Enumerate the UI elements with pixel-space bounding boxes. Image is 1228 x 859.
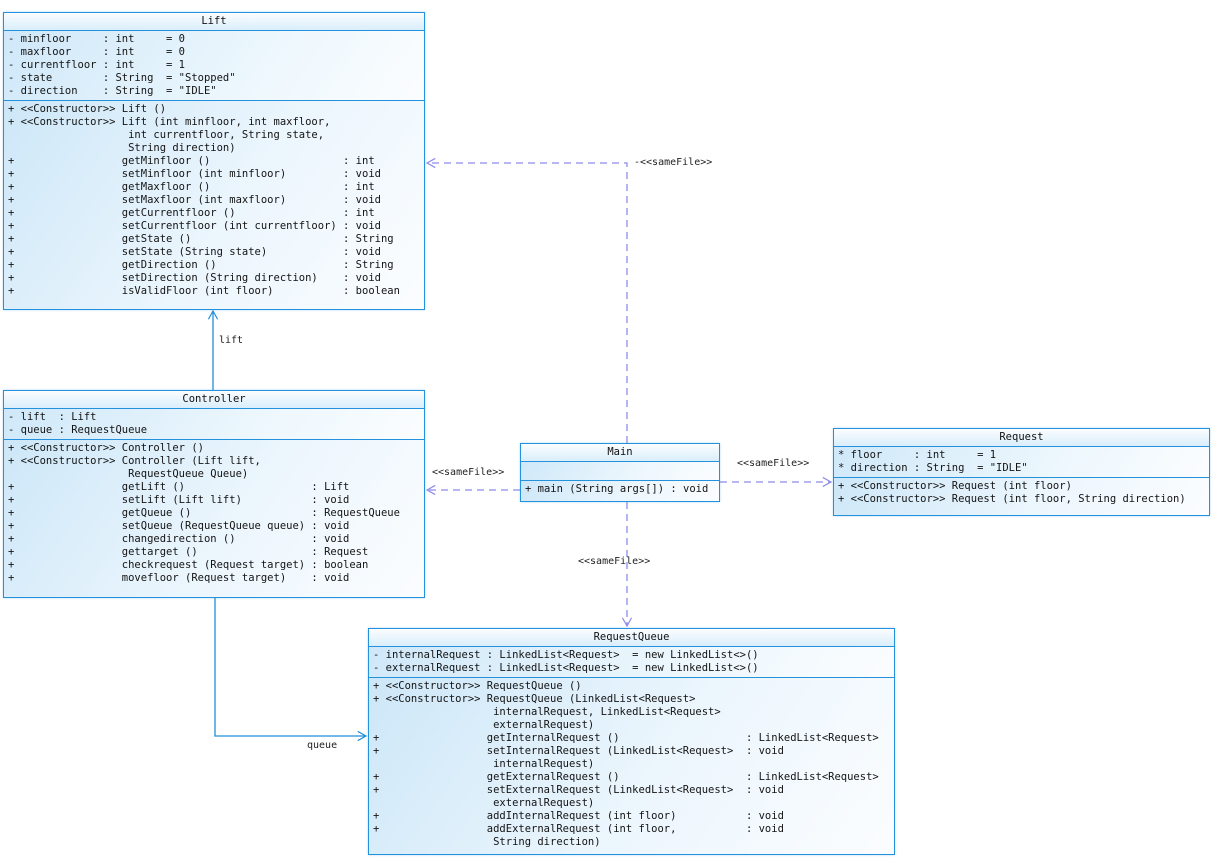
controller-requestqueue-association-label: queue [307, 740, 338, 751]
code-line: + <<Constructor>> RequestQueue (LinkedLi… [373, 693, 696, 705]
code-line: int currentfloor, String state, [8, 129, 325, 141]
methods-request: + <<Constructor>> Request (int floor)+ <… [834, 478, 1209, 515]
code-line: externalRequest) [373, 797, 595, 809]
class-title-requestqueue: RequestQueue [369, 629, 894, 647]
main-requestqueue-dependency-label: <<sameFile>> [578, 556, 651, 567]
code-line: + getCurrentfloor () : int [8, 207, 375, 219]
class-title-main: Main [521, 444, 719, 462]
class-box-request[interactable]: Request* floor : int = 1* direction : St… [833, 428, 1210, 516]
code-line: + getInternalRequest () : LinkedList<Req… [373, 732, 879, 744]
code-line: - externalRequest : LinkedList<Request> … [373, 662, 759, 674]
code-line: externalRequest) [373, 719, 595, 731]
code-line: - queue : RequestQueue [8, 424, 148, 436]
code-line: + setMinfloor (int minfloor) : void [8, 168, 381, 180]
code-line: + <<Constructor>> Request (int floor, St… [838, 493, 1186, 505]
code-line: - currentfloor : int = 1 [8, 59, 186, 71]
attributes-lift: - minfloor : int = 0- maxfloor : int = 0… [4, 31, 424, 101]
code-line: + movefloor (Request target) : void [8, 572, 350, 584]
code-line: + <<Constructor>> Lift () [8, 103, 167, 115]
class-box-main[interactable]: Main + main (String args[]) : void [520, 443, 720, 502]
code-line: + main (String args[]) : void [525, 483, 709, 495]
code-line: internalRequest) [373, 758, 595, 770]
code-line: + setInternalRequest (LinkedList<Request… [373, 745, 784, 757]
main-controller-dependency-label: <<sameFile>> [432, 467, 505, 478]
code-line: - direction : String = "IDLE" [8, 85, 217, 97]
code-line: + setMaxfloor (int maxfloor) : void [8, 194, 381, 206]
code-line: + getMaxfloor () : int [8, 181, 375, 193]
code-line: + setDirection (String direction) : void [8, 272, 381, 284]
code-line: + setExternalRequest (LinkedList<Request… [373, 784, 784, 796]
code-line: RequestQueue Queue) [8, 468, 249, 480]
code-line: + addInternalRequest (int floor) : void [373, 810, 784, 822]
code-line: + <<Constructor>> RequestQueue () [373, 680, 582, 692]
attributes-controller: - lift : Lift- queue : RequestQueue [4, 409, 424, 440]
main-request-dependency-label: <<sameFile>> [737, 458, 810, 469]
code-line: - internalRequest : LinkedList<Request> … [373, 649, 759, 661]
code-line: + <<Constructor>> Controller (Lift lift, [8, 455, 261, 467]
attributes-request: * floor : int = 1* direction : String = … [834, 447, 1209, 478]
code-line: * floor : int = 1 [838, 449, 997, 461]
code-line: * direction : String = "IDLE" [838, 462, 1028, 474]
code-line: + <<Constructor>> Controller () [8, 442, 204, 454]
class-box-controller[interactable]: Controller- lift : Lift- queue : Request… [3, 390, 425, 598]
code-line: + getLift () : Lift [8, 481, 350, 493]
class-title-controller: Controller [4, 391, 424, 409]
code-line: + <<Constructor>> Lift (int minfloor, in… [8, 116, 331, 128]
class-box-requestqueue[interactable]: RequestQueue - internalRequest : LinkedLi… [368, 628, 895, 855]
attributes-requestqueue: - internalRequest : LinkedList<Request> … [369, 647, 894, 678]
code-line: internalRequest, LinkedList<Request> [373, 706, 721, 718]
attributes-main [521, 462, 719, 481]
code-line: + setCurrentfloor (int currentfloor) : v… [8, 220, 381, 232]
methods-lift: + <<Constructor>> Lift ()+ <<Constructor… [4, 101, 424, 309]
code-line: - maxfloor : int = 0 [8, 46, 186, 58]
code-line: + getQueue () : RequestQueue [8, 507, 400, 519]
code-line: String direction) [8, 142, 236, 154]
main-lift-dependency-label: -<<sameFile>> [634, 157, 713, 168]
methods-requestqueue: + <<Constructor>> RequestQueue ()+ <<Con… [369, 678, 894, 854]
code-line: + setState (String state) : void [8, 246, 381, 258]
code-line: + setQueue (RequestQueue queue) : void [8, 520, 350, 532]
class-title-request: Request [834, 429, 1209, 447]
class-box-lift[interactable]: Lift- minfloor : int = 0- maxfloor : int… [3, 12, 425, 310]
controller-lift-association-label: lift [219, 335, 244, 346]
code-line: + getState () : String [8, 233, 394, 245]
code-line: + getDirection () : String [8, 259, 394, 271]
main-lift-dependency-line [425, 157, 628, 443]
code-line: + <<Constructor>> Request (int floor) [838, 480, 1072, 492]
code-line: + gettarget () : Request [8, 546, 369, 558]
controller-requestqueue-association-line [214, 598, 368, 742]
code-line: + checkrequest (Request target) : boolea… [8, 559, 369, 571]
code-line: + isValidFloor (int floor) : boolean [8, 285, 400, 297]
code-line: - minfloor : int = 0 [8, 33, 186, 45]
class-title-lift: Lift [4, 13, 424, 31]
code-line: + addExternalRequest (int floor, : void [373, 823, 784, 835]
code-line: + setLift (Lift lift) : void [8, 494, 350, 506]
code-line: + getExternalRequest () : LinkedList<Req… [373, 771, 879, 783]
methods-controller: + <<Constructor>> Controller ()+ <<Const… [4, 440, 424, 597]
code-line: - state : String = "Stopped" [8, 72, 236, 84]
methods-main: + main (String args[]) : void [521, 481, 719, 501]
code-line: + getMinfloor () : int [8, 155, 375, 167]
code-line: + changedirection () : void [8, 533, 350, 545]
code-line: - lift : Lift [8, 411, 97, 423]
code-line: String direction) [373, 836, 601, 848]
